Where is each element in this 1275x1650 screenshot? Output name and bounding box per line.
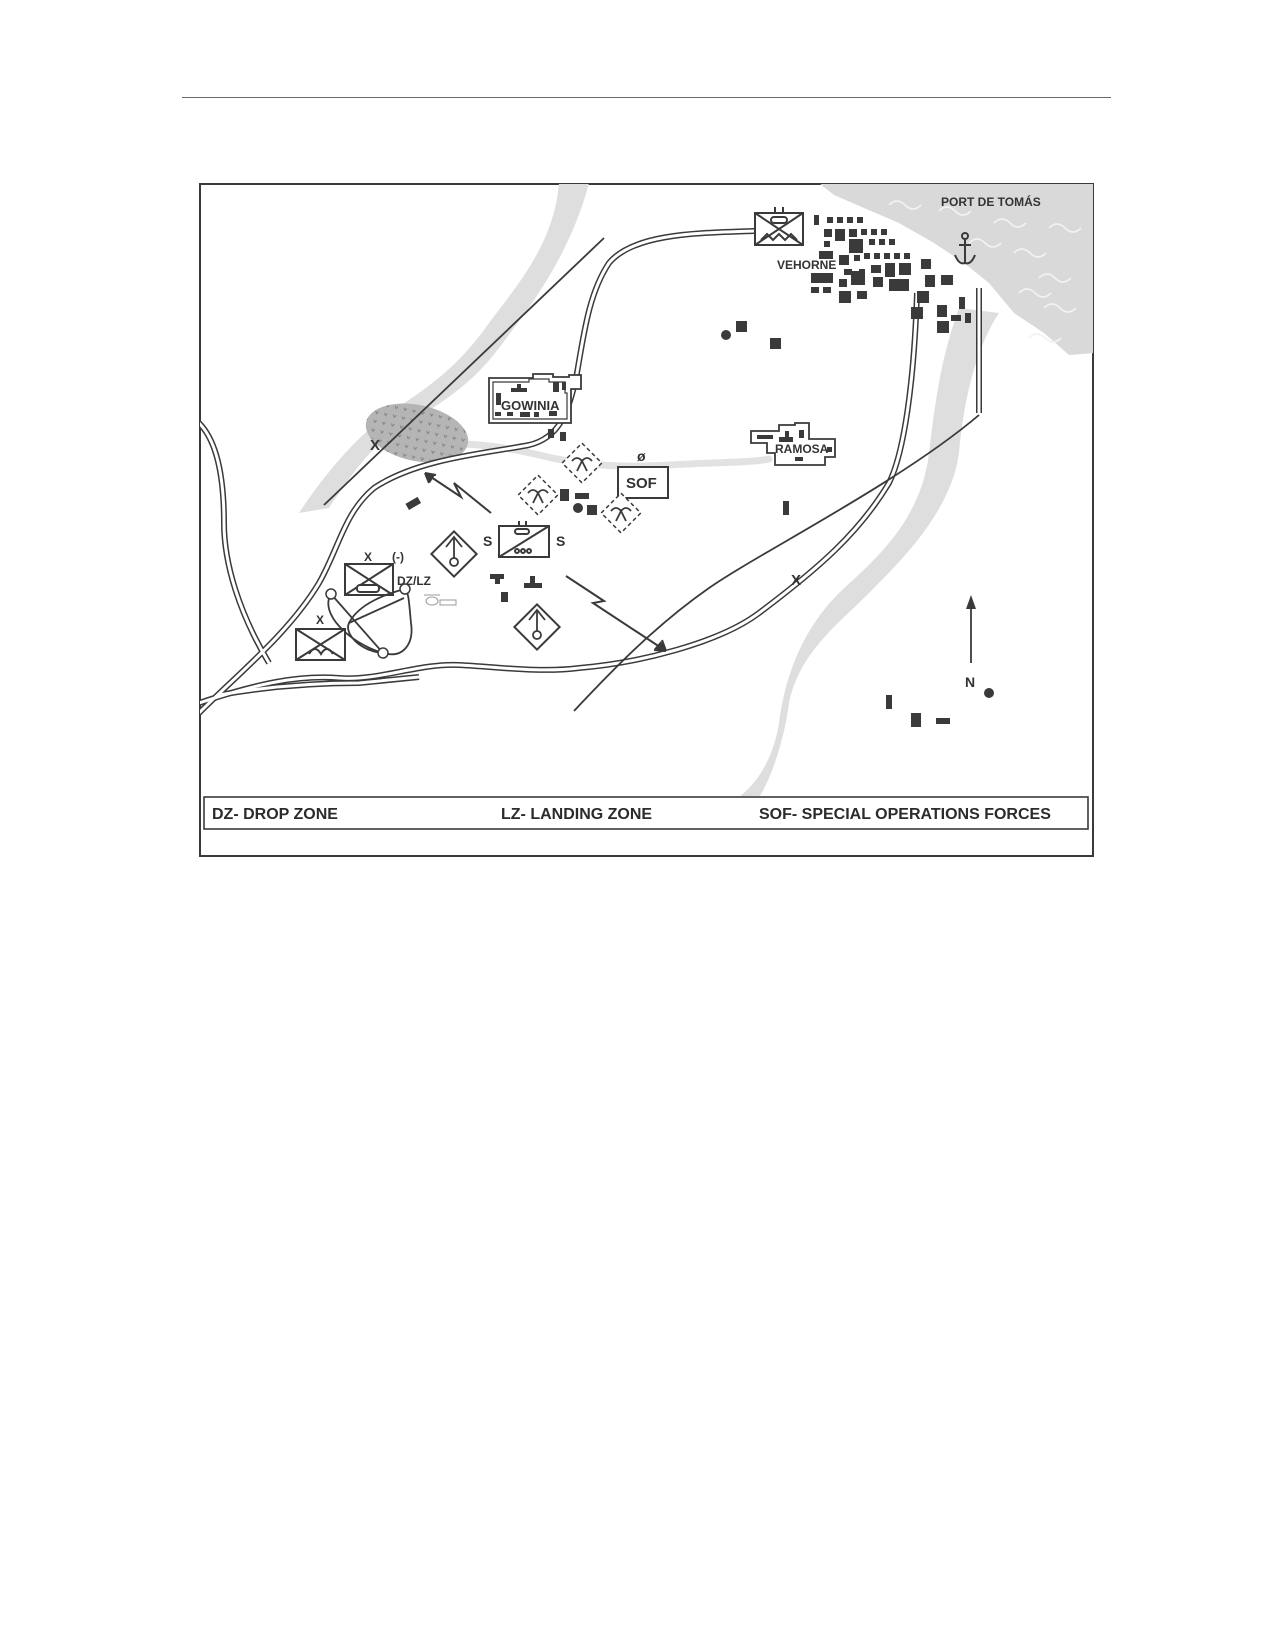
- gowinia-town: [488, 373, 582, 424]
- arrowhead-north: [425, 473, 435, 483]
- legend-lz: LZ- LANDING ZONE: [501, 806, 652, 823]
- screen-label-right: S: [556, 533, 565, 549]
- airborne-brigade-reduced: [344, 563, 394, 596]
- airborne-echelon-label: X: [316, 613, 324, 627]
- boundary-marker-west: X: [370, 437, 380, 454]
- reduced-label: (-): [392, 550, 404, 564]
- dz-lz-area: [327, 588, 413, 656]
- dz-checkpoints: [325, 583, 411, 659]
- north-label: N: [965, 674, 975, 690]
- vehorne-town: [811, 215, 971, 333]
- sof-modifier: ø: [637, 448, 646, 464]
- screen-unit: [498, 521, 550, 558]
- map-canvas: X X VEHORNE PORT DE TOMÁS: [199, 183, 1094, 857]
- airborne-brigade: [295, 628, 346, 661]
- road-network: [200, 228, 982, 716]
- anchor-icon: [954, 232, 976, 265]
- screen-label-left: S: [483, 533, 492, 549]
- legend-strip: [203, 796, 1089, 830]
- attack-arrows: [424, 472, 667, 652]
- armor-unit-vehorne: [754, 207, 804, 246]
- sea-waves: [888, 200, 1082, 343]
- label-vehorne: VEHORNE: [777, 258, 836, 272]
- boundary-marker-east: X: [791, 572, 801, 589]
- ramosa-town: [750, 422, 836, 466]
- tactical-map: X X VEHORNE PORT DE TOMÁS: [199, 183, 1094, 857]
- river-east: [740, 308, 999, 796]
- legend-dz: DZ- DROP ZONE: [212, 806, 338, 823]
- label-ramosa: RAMOSA: [775, 442, 829, 456]
- label-port: PORT DE TOMÁS: [941, 194, 1041, 209]
- header-rule: [182, 97, 1111, 98]
- arrowhead-southeast: [654, 641, 666, 651]
- label-gowinia: GOWINIA: [501, 398, 560, 413]
- map-border: [199, 183, 1094, 857]
- boundary-lines: [323, 237, 980, 712]
- legend-sof: SOF- SPECIAL OPERATIONS FORCES: [759, 806, 1051, 823]
- forest-area: [365, 403, 469, 463]
- north-arrow-icon: [966, 595, 976, 663]
- brigade-echelon-label: X: [364, 550, 372, 564]
- sof-label: SOF: [626, 475, 657, 492]
- recon-glyphs: [527, 457, 632, 522]
- sof-unit: [617, 466, 669, 499]
- sea-area: [820, 184, 1093, 355]
- scattered-buildings: [405, 321, 994, 727]
- air-defense-glyphs: [445, 535, 546, 640]
- helicopter-icon: [424, 594, 457, 606]
